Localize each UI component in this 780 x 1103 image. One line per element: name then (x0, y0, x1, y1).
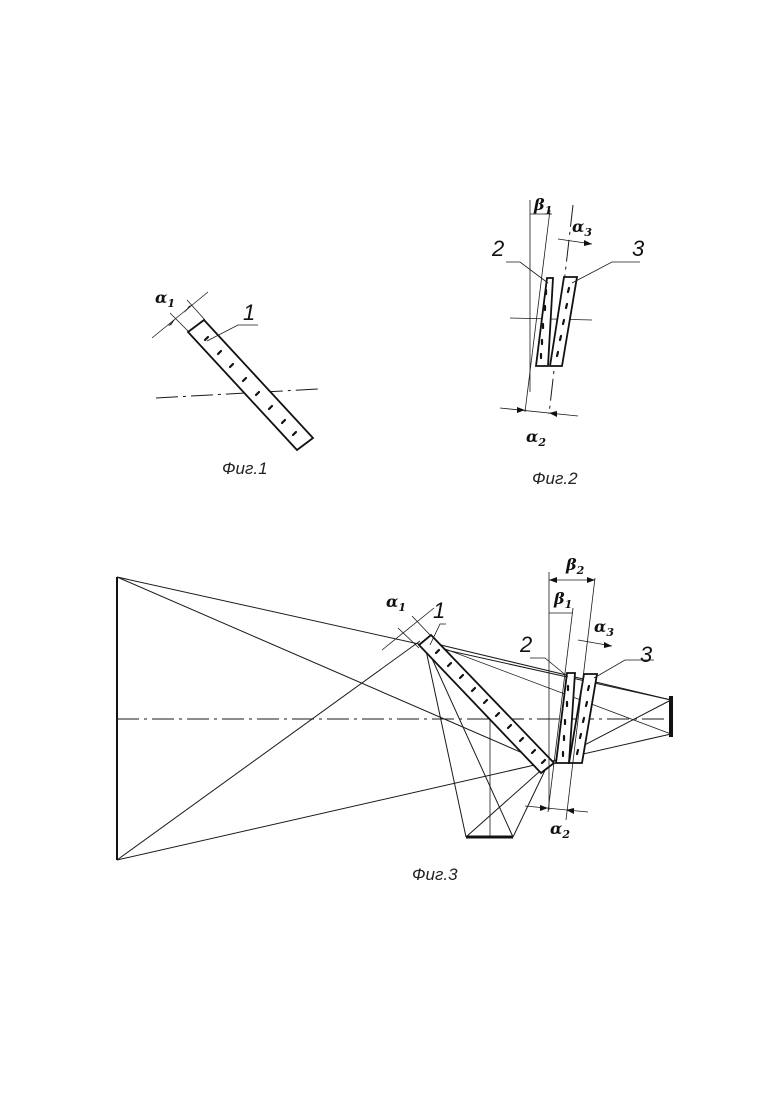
fig2-label-beta1: β1 (533, 195, 552, 217)
fig2-plate-2 (536, 278, 553, 366)
fig2-leader-3 (572, 262, 640, 283)
figure-3: 1 2 3 α1 β2 β1 α3 α2 Фиг.3 (117, 555, 671, 884)
fig2-label-alpha3: α3 (572, 217, 592, 239)
fig3-label-1: 1 (433, 598, 445, 623)
fig3-label-alpha1: α1 (386, 592, 406, 614)
fig3-label-2: 2 (519, 632, 532, 657)
fig3-label-beta1: β1 (553, 589, 572, 611)
figure-2: 2 3 β1 α3 α2 Фиг.2 (491, 195, 645, 488)
fig2-label-alpha2: α2 (526, 427, 546, 449)
fig1-label-1: 1 (243, 300, 255, 325)
fig1-alpha1-ext-b (187, 300, 205, 320)
fig3-label-alpha2: α2 (550, 819, 570, 841)
figure-1: 1 α1 Фиг.1 (152, 288, 318, 478)
fig3-label-alpha3: α3 (594, 617, 614, 639)
fig1-caption: Фиг.1 (222, 459, 268, 478)
fig1-optical-axis (156, 389, 318, 398)
fig3-alpha1-ext-a (398, 628, 419, 648)
fig3-label-3: 3 (640, 642, 653, 667)
fig3-alpha1-ext-b (412, 616, 431, 636)
fig2-label-2: 2 (491, 236, 504, 261)
fig2-caption: Фиг.2 (532, 469, 578, 488)
fig3-caption: Фиг.3 (412, 865, 458, 884)
fig2-alpha2-dimline (500, 408, 578, 416)
fig2-label-3: 3 (632, 236, 645, 261)
fig3-label-beta2: β2 (565, 555, 585, 577)
fig1-label-alpha1: α1 (155, 288, 175, 310)
fig3-alpha2-dimline (525, 806, 588, 812)
